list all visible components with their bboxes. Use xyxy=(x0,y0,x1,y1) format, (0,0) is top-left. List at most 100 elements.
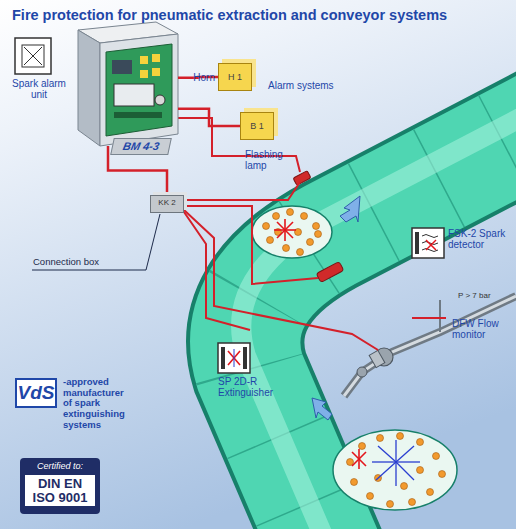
device-code: H 1 xyxy=(219,72,251,82)
unit-code-tag: BM 4-3 xyxy=(110,138,172,155)
device-code: KK 2 xyxy=(151,199,183,208)
alarm-unit-icon: Spark alarm unit xyxy=(15,38,51,74)
art-circle xyxy=(351,479,358,486)
spark-detector-symbol xyxy=(412,228,444,258)
connection-box: KK 2Connection box xyxy=(150,195,184,213)
badge-heading: Certified to: xyxy=(20,461,100,471)
art-g xyxy=(352,449,366,469)
art-circle xyxy=(359,443,366,450)
art-path xyxy=(422,235,438,252)
art-path xyxy=(184,206,318,284)
art-line xyxy=(378,446,396,462)
art-line xyxy=(24,56,33,65)
art-circle xyxy=(377,435,384,442)
art-line xyxy=(396,461,420,462)
art-path xyxy=(241,94,516,529)
art-circle xyxy=(307,239,314,246)
art-g xyxy=(372,440,420,486)
art-circle xyxy=(287,209,294,216)
art-line xyxy=(33,56,42,65)
art-line xyxy=(395,440,396,462)
art-circle xyxy=(263,223,270,230)
art-circle xyxy=(315,231,322,238)
art-circle xyxy=(417,439,424,446)
art-path xyxy=(184,182,300,200)
art-circle xyxy=(401,483,408,490)
device-label: Connection box xyxy=(33,257,153,268)
art-line xyxy=(358,449,360,469)
art-line xyxy=(426,240,436,250)
art-circle xyxy=(283,245,290,252)
device-label: DFW Flow monitor xyxy=(452,318,512,340)
unit-label: Spark alarm unit xyxy=(11,78,67,100)
device-label: FSK-2 Spark detector xyxy=(448,228,514,250)
art-rect xyxy=(140,56,148,64)
field-wires xyxy=(178,118,446,350)
art-circle xyxy=(439,471,446,478)
art-polygon xyxy=(340,196,360,222)
art-g xyxy=(274,219,296,241)
device-label: Horn xyxy=(179,72,215,83)
art-g xyxy=(347,433,446,508)
art-line xyxy=(234,349,235,367)
art-circle xyxy=(357,367,367,377)
device-code: B 1 xyxy=(241,121,273,131)
art-circle xyxy=(267,237,274,244)
art-rect xyxy=(152,68,160,76)
approval-logo: VdS-approved manufacturer of spark extin… xyxy=(15,378,57,408)
art-rect xyxy=(22,45,44,67)
art-rect xyxy=(369,350,385,367)
horn-box: H 1Horn xyxy=(218,63,252,91)
control-cabinet: BM 4-3 xyxy=(78,22,178,146)
art-polygon xyxy=(100,34,178,146)
art-path xyxy=(184,212,250,330)
art-rect xyxy=(412,228,444,258)
art-circle xyxy=(155,95,165,105)
art-path xyxy=(32,214,160,270)
spark-detector-icon: FSK-2 Spark detector xyxy=(412,228,444,258)
art-rect xyxy=(15,38,51,74)
cutaway-extinguish xyxy=(333,430,457,510)
art-line xyxy=(396,462,414,480)
art-polygon xyxy=(78,30,100,146)
art-circle xyxy=(397,433,404,440)
logo-text: VdS xyxy=(17,382,55,404)
art-rect xyxy=(218,343,250,373)
art-polygon xyxy=(312,398,332,420)
art-rect xyxy=(243,347,247,369)
art-line xyxy=(439,300,441,332)
device-label: SP 2D-R Extinguisher xyxy=(218,376,290,398)
art-rect xyxy=(114,112,162,118)
control-cabinet xyxy=(78,22,178,146)
art-rect xyxy=(112,60,132,74)
extinguisher-symbol xyxy=(218,343,250,373)
art-rect xyxy=(114,84,154,106)
alarm-unit-symbol xyxy=(15,38,51,74)
art-circle xyxy=(313,223,320,230)
art-circle xyxy=(301,213,308,220)
art-polygon xyxy=(106,44,172,136)
art-line xyxy=(376,462,396,480)
duct-pipe xyxy=(241,94,516,529)
art-line xyxy=(33,47,42,56)
art-circle xyxy=(367,493,374,500)
approval-note: -approved manufacturer of spark extingui… xyxy=(63,377,135,430)
badge-standard: DIN EN ISO 9001 xyxy=(25,475,95,506)
diagram-title: Fire protection for pneumatic extraction… xyxy=(12,7,512,23)
art-ellipse xyxy=(333,430,457,510)
extinguisher-icon: SP 2D-R Extinguisher xyxy=(218,343,250,373)
art-rect xyxy=(316,261,344,282)
art-line xyxy=(396,446,414,462)
art-ellipse xyxy=(252,206,332,258)
art-circle xyxy=(427,489,434,496)
art-line xyxy=(395,462,396,486)
art-path xyxy=(184,210,378,350)
art-circle xyxy=(387,501,394,508)
art-circle xyxy=(297,249,304,256)
art-circle xyxy=(433,453,440,460)
red-sensors xyxy=(293,171,344,283)
art-rect xyxy=(140,70,148,78)
signal-wire xyxy=(178,109,240,126)
art-rect xyxy=(221,347,225,369)
